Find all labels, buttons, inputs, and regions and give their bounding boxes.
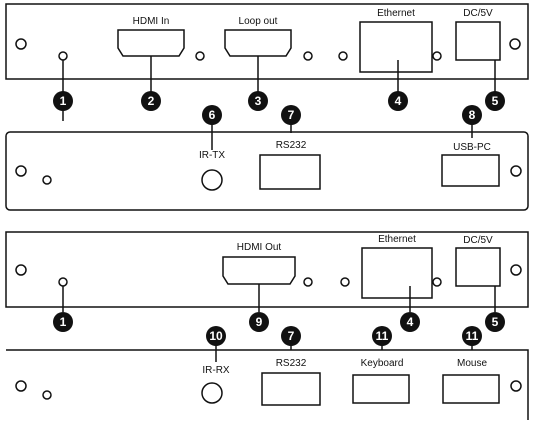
- rs232-port: [259, 154, 321, 190]
- svg-text:10: 10: [209, 329, 223, 343]
- label-dc-5v: DC/5V: [463, 8, 493, 19]
- loop-out-port: [224, 29, 292, 57]
- panel-tx-rear-hole: [42, 175, 52, 185]
- callout-badge-4: 4: [388, 91, 408, 111]
- panel-rx-rear-screw-right: [510, 380, 522, 392]
- panel-tx-rear-body: [5, 131, 529, 211]
- label-usb-pc: USB-PC: [453, 142, 491, 153]
- svg-text:6: 6: [209, 108, 216, 122]
- callout-badge-5-rx: 5: [485, 312, 505, 332]
- panel-tx-rear-screw-left: [15, 165, 27, 177]
- panel-rx-rear: [6, 344, 529, 420]
- dc-5v-port: [455, 21, 501, 61]
- label-ir-tx: IR-TX: [199, 150, 225, 161]
- panel-rx-front-screw-left: [15, 264, 27, 276]
- callout-badge-1: 1: [53, 91, 73, 111]
- ethernet-port-rx: [361, 247, 433, 299]
- panel-tx-front-hole-3: [338, 51, 348, 61]
- label-dc-5v-rx: DC/5V: [463, 235, 493, 246]
- label-ir-rx: IR-RX: [202, 365, 230, 376]
- callout-badge-11b: 11: [462, 326, 482, 346]
- callout-badge-11a: 11: [372, 326, 392, 346]
- svg-text:11: 11: [376, 329, 389, 343]
- panel-rx-front-screw-right: [510, 264, 522, 276]
- panel-tx-front: [5, 3, 529, 121]
- callout-badge-5: 5: [485, 91, 505, 111]
- svg-text:8: 8: [469, 108, 476, 122]
- panel-rx-rear-hole: [42, 390, 52, 400]
- panel-tx-front-body: [5, 3, 529, 80]
- callout-badge-7-rx: 7: [281, 326, 301, 346]
- svg-text:7: 7: [288, 329, 295, 343]
- label-ethernet: Ethernet: [377, 8, 415, 19]
- svg-text:1: 1: [60, 315, 67, 329]
- panel-tx-rear: [5, 123, 529, 211]
- svg-text:4: 4: [395, 94, 402, 108]
- ir-tx-port: [201, 169, 223, 191]
- hdmi-in-port: [117, 29, 185, 57]
- mouse-port: [442, 374, 500, 404]
- hdmi-out-port: [222, 256, 296, 285]
- panel-rx-front-hole-1: [303, 277, 313, 287]
- svg-text:2: 2: [148, 94, 155, 108]
- label-loop-out: Loop out: [239, 16, 278, 27]
- panel-rx-front-hole-2: [340, 277, 350, 287]
- ethernet-port: [359, 21, 433, 73]
- rs232-port-rx: [261, 372, 321, 406]
- panel-tx-front-screw-left: [15, 38, 27, 50]
- svg-text:5: 5: [492, 94, 499, 108]
- power-led-rx: [58, 277, 68, 287]
- callout-badge-8: 8: [462, 105, 482, 125]
- panel-rx-rear-screw-left: [15, 380, 27, 392]
- label-hdmi-out: HDMI Out: [237, 242, 282, 253]
- power-led: [58, 51, 68, 61]
- callout-badge-3: 3: [248, 91, 268, 111]
- keyboard-port: [352, 374, 410, 404]
- svg-text:5: 5: [492, 315, 499, 329]
- svg-text:4: 4: [407, 315, 414, 329]
- label-hdmi-in: HDMI In: [133, 16, 170, 27]
- callout-badge-1-rx: 1: [53, 312, 73, 332]
- callout-badge-4-rx: 4: [400, 312, 420, 332]
- ir-rx-port: [201, 382, 223, 404]
- svg-text:7: 7: [288, 108, 295, 122]
- label-keyboard: Keyboard: [361, 358, 404, 369]
- label-rs232-rx: RS232: [276, 358, 307, 369]
- label-rs232: RS232: [276, 140, 307, 151]
- callout-badge-2: 2: [141, 91, 161, 111]
- panel-tx-rear-screw-right: [510, 165, 522, 177]
- panel-tx-front-hole-2: [303, 51, 313, 61]
- svg-text:3: 3: [255, 94, 262, 108]
- svg-text:9: 9: [256, 315, 263, 329]
- label-ethernet-rx: Ethernet: [378, 234, 416, 245]
- panel-tx-front-screw-right: [509, 38, 521, 50]
- panel-tx-front-hole-1: [195, 51, 205, 61]
- label-mouse: Mouse: [457, 358, 487, 369]
- usb-pc-port: [441, 154, 500, 187]
- panel-rx-rear-body: [6, 349, 529, 420]
- panel-rx-front-body: [5, 231, 529, 308]
- svg-text:11: 11: [466, 329, 479, 343]
- callout-badge-9: 9: [249, 312, 269, 332]
- callout-badge-7: 7: [281, 105, 301, 125]
- svg-text:1: 1: [60, 94, 67, 108]
- panel-tx-front-hole-4: [432, 51, 442, 61]
- dc-5v-port-rx: [455, 247, 501, 287]
- callout-badge-10: 10: [206, 326, 226, 346]
- callout-badge-6: 6: [202, 105, 222, 125]
- panel-rx-front-hole-3: [432, 277, 442, 287]
- panel-rx-front: [5, 231, 529, 312]
